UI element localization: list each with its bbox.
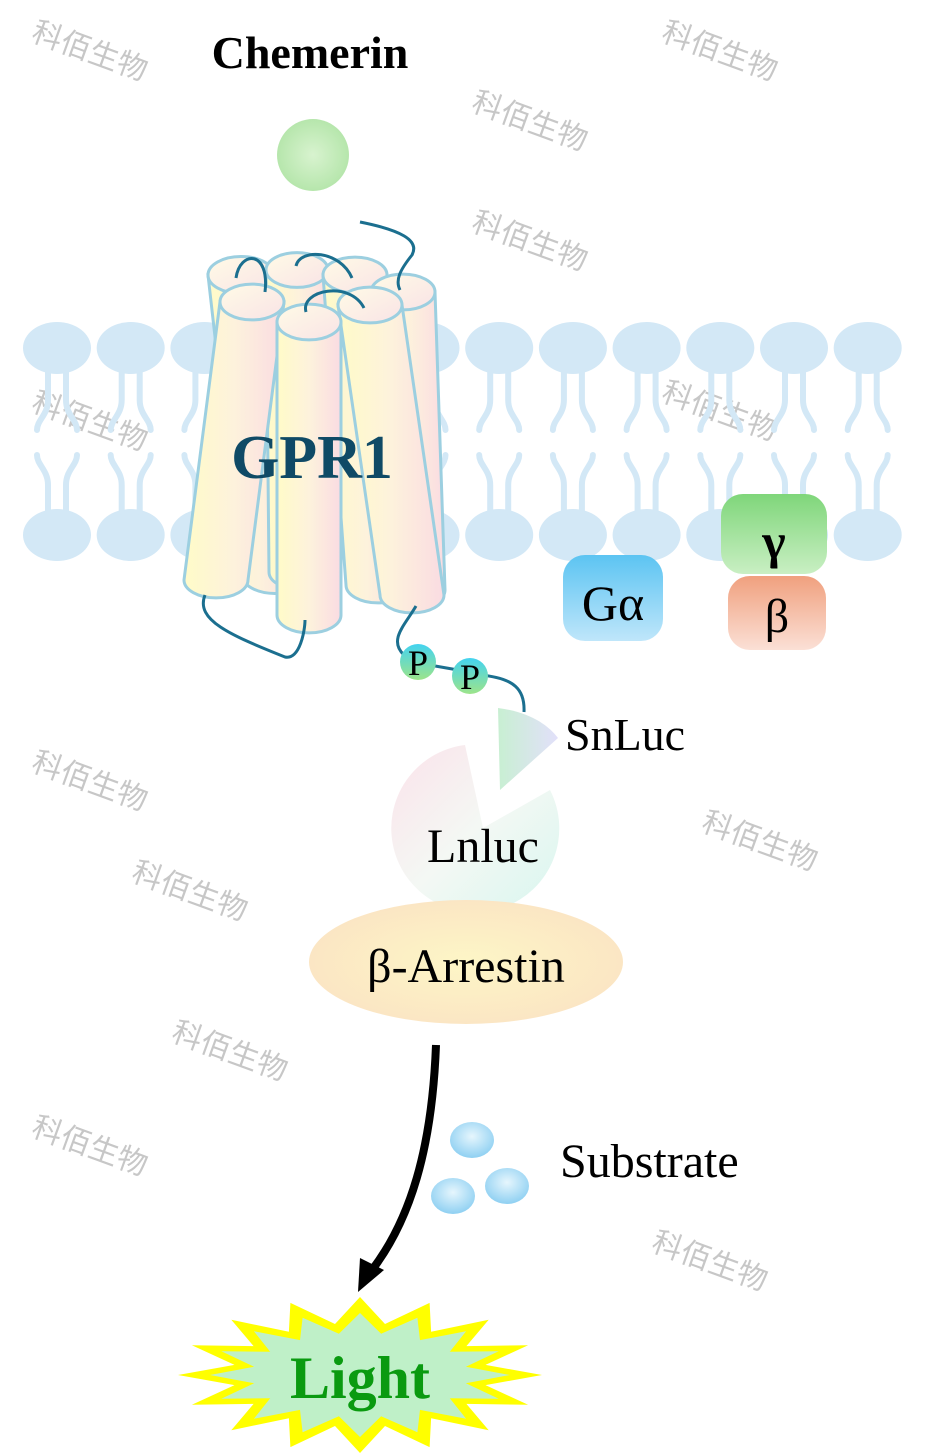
lipid xyxy=(833,322,902,561)
light-burst: Light xyxy=(178,1297,542,1453)
watermark-text: 科佰生物 xyxy=(127,855,252,929)
transmembrane-helix xyxy=(182,282,286,600)
phosphate-group-2: P xyxy=(452,657,488,697)
substrate-label: Substrate xyxy=(560,1135,739,1188)
g-beta-subunit: β xyxy=(728,576,826,650)
svg-text:Gα: Gα xyxy=(582,575,644,631)
svg-text:β: β xyxy=(765,590,789,643)
light-label: Light xyxy=(290,1345,430,1411)
watermark-text: 科佰生物 xyxy=(657,15,782,89)
lipid xyxy=(465,322,534,561)
lipid xyxy=(612,322,681,561)
watermark-text: 科佰生物 xyxy=(467,205,592,279)
watermark-text: 科佰生物 xyxy=(27,15,152,89)
arrow-icon xyxy=(358,1044,440,1292)
phosphate-group-1: P xyxy=(400,643,436,683)
lipid xyxy=(538,322,607,561)
snluc-fragment xyxy=(498,708,558,790)
g-gamma-subunit: γ xyxy=(721,494,827,574)
chemerin-ligand xyxy=(277,119,349,191)
transmembrane-helix xyxy=(275,302,343,635)
svg-text:P: P xyxy=(460,657,480,697)
watermark-text: 科佰生物 xyxy=(647,1225,772,1299)
watermark-text: 科佰生物 xyxy=(657,375,782,449)
receptor-label: GPR1 xyxy=(231,424,393,492)
lipid xyxy=(96,322,165,561)
watermark-text: 科佰生物 xyxy=(697,805,822,879)
beta-arrestin xyxy=(309,900,623,1024)
svg-text:γ: γ xyxy=(761,513,785,569)
snluc-label: SnLuc xyxy=(565,709,685,760)
lnluc-label: Lnluc xyxy=(427,820,539,873)
svg-text:P: P xyxy=(408,643,428,683)
watermark-text: 科佰生物 xyxy=(27,745,152,819)
g-alpha-subunit: Gα xyxy=(563,555,663,641)
beta-arrestin-label: β-Arrestin xyxy=(367,940,565,993)
watermark-text: 科佰生物 xyxy=(467,85,592,159)
lnluc-fragment xyxy=(391,745,560,913)
substrate-molecules xyxy=(431,1122,529,1214)
watermark-text: 科佰生物 xyxy=(167,1015,292,1089)
watermark-text: 科佰生物 xyxy=(27,1110,152,1184)
ligand-label: Chemerin xyxy=(212,27,409,78)
gpr1-receptor xyxy=(182,251,447,635)
lipid xyxy=(23,322,91,561)
